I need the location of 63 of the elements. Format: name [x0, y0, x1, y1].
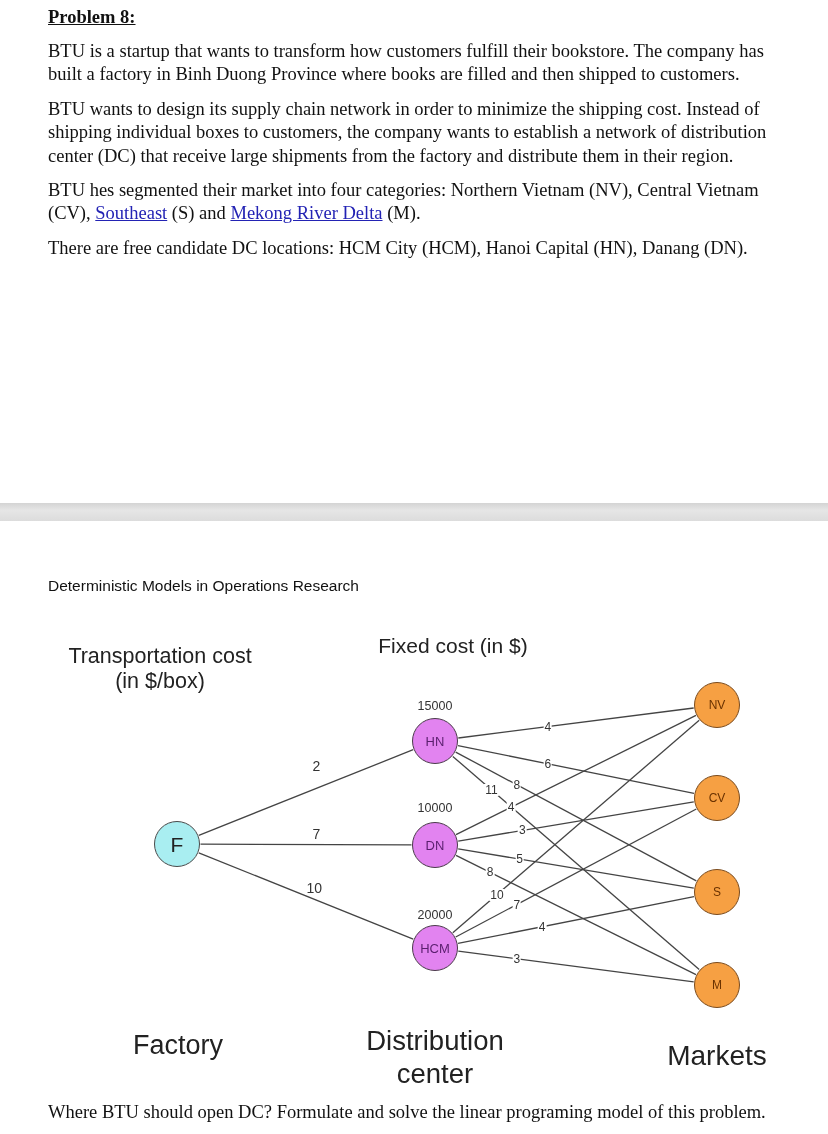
- edge-label: 2: [311, 759, 322, 774]
- problem-title: Problem 8:: [48, 6, 136, 29]
- edge-label: 11: [484, 783, 499, 796]
- circle-node: [412, 718, 458, 764]
- edge-label: 7: [512, 898, 522, 911]
- caption: Where BTU should open DC? Formulate and solve the linear programing model of this problem.: [48, 1101, 767, 1124]
- node-caption: 15000: [416, 699, 454, 713]
- edge-label: 4: [506, 801, 516, 814]
- circle-node: [412, 925, 458, 971]
- node-label: HN: [425, 734, 445, 748]
- page-header: Deterministic Models in Operations Research: [48, 577, 360, 596]
- connector-line: [457, 801, 695, 842]
- connector-line: [457, 745, 695, 794]
- node-label: F: [170, 833, 184, 855]
- node-label: S: [713, 886, 721, 898]
- circle-node: [154, 821, 200, 867]
- connector-line: [455, 854, 697, 976]
- circle-node: [694, 869, 740, 915]
- connector-line: [452, 719, 700, 934]
- connector-line: [457, 895, 695, 945]
- column-heading: Factory: [132, 1029, 224, 1062]
- node-caption: 20000: [416, 908, 454, 922]
- edge-label: 7: [311, 826, 322, 841]
- edge-label: 8: [512, 778, 522, 791]
- paragraph: There are free candidate DC locations: HCM City (HCM), Hanoi Capital (HN), Danang (DN).: [48, 237, 749, 260]
- edge-label: 10: [305, 881, 324, 896]
- paragraph: BTU is a startup that wants to transform how customers fulfill their bookstore. The company has built a factory in Binh Duong Province where books are filled and then shipped to customers.: [48, 40, 765, 87]
- edge-label: 10: [489, 888, 505, 901]
- paragraph: BTU wants to design its supply chain network in order to minimize the shipping cost. Instead of shipping individual boxes to customers, the company wants to establish a network of distribution center (DC) that receive large shipments from the factory and distribute them in their region.: [48, 98, 768, 168]
- edge-label: 5: [515, 853, 524, 866]
- connector-line: [198, 749, 414, 836]
- column-heading: Markets: [666, 1039, 768, 1073]
- connector-line: [457, 707, 695, 739]
- circle-node: [694, 775, 740, 821]
- column-heading: Distribution center: [365, 1024, 505, 1090]
- node-label: DN: [425, 838, 445, 852]
- connector-line: [455, 714, 697, 836]
- connector-line: [455, 808, 697, 938]
- link: Southeast: [95, 203, 168, 224]
- circle-node: [694, 962, 740, 1008]
- connector-line: [455, 751, 697, 882]
- link: Mekong River Delta: [230, 203, 383, 224]
- node-caption: 10000: [416, 801, 454, 815]
- column-heading: Fixed cost (in $): [377, 633, 529, 659]
- edge-label: 6: [543, 757, 553, 770]
- node-label: M: [712, 979, 722, 991]
- connector-line: [452, 755, 700, 971]
- edge-label: 3: [518, 824, 527, 837]
- node-label: CV: [708, 792, 726, 804]
- connector-line: [457, 848, 695, 889]
- connector-line: [199, 843, 413, 846]
- edge-label: 4: [537, 920, 547, 933]
- connector-line: [457, 950, 695, 983]
- circle-node: [412, 822, 458, 868]
- node-label: NV: [708, 699, 726, 711]
- edge-label: 3: [512, 952, 522, 965]
- paragraph: BTU hes segmented their market into four categories: Northern Vietnam (NV), Central Vietnam (CV), Southeast (S) and Mekong River Delta (M).: [48, 179, 760, 226]
- circle-node: [694, 682, 740, 728]
- connector-line: [198, 852, 414, 940]
- column-heading: Transportation cost (in $/box): [67, 644, 253, 695]
- edge-label: 8: [485, 866, 495, 879]
- edge-label: 4: [543, 720, 553, 733]
- node-label: HCM: [420, 941, 450, 955]
